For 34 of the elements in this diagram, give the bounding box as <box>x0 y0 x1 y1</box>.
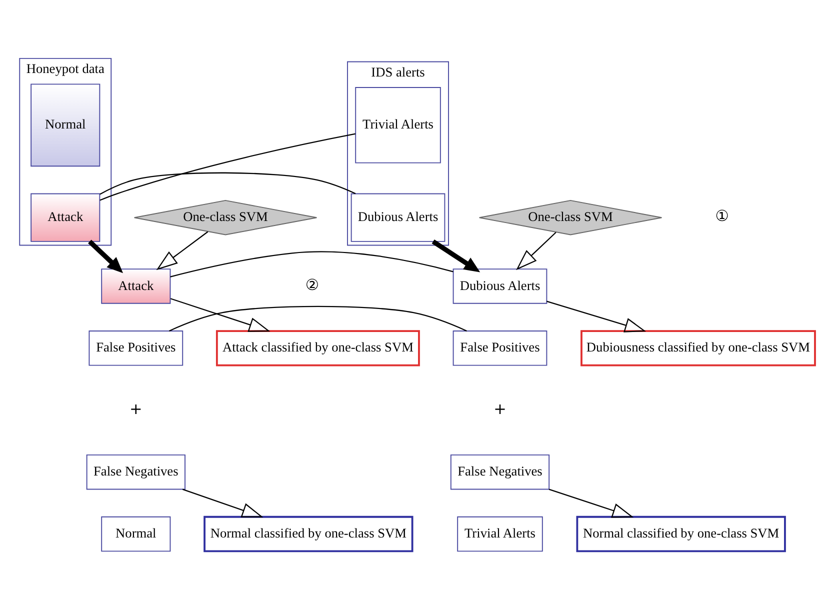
arrow <box>170 298 270 332</box>
node-box: Dubious Alerts <box>452 268 548 304</box>
node-diamond: One-class SVM <box>478 200 662 236</box>
arrow <box>432 240 480 272</box>
node-box: Trivial Alerts <box>457 516 543 552</box>
node-box: Attack classified by one-class SVM <box>216 330 420 366</box>
label: + <box>494 400 506 418</box>
node-box: False Positives <box>452 330 548 366</box>
arrow <box>182 488 264 518</box>
node-box: Trivial Alerts <box>355 87 441 164</box>
node-box: Normal <box>30 84 100 167</box>
node-box: False Positives <box>88 330 184 366</box>
label: ② <box>305 276 320 294</box>
label: ① <box>715 207 729 226</box>
node-box: Dubious Alerts <box>350 193 446 242</box>
node-box: Attack <box>101 268 171 304</box>
arrow <box>156 231 208 270</box>
connector <box>100 172 356 195</box>
node-box: Normal classified by one-class SVM <box>204 516 414 552</box>
node-box: Normal <box>101 516 171 552</box>
arrow <box>516 232 556 270</box>
label: + <box>130 400 142 418</box>
node-box: Dubiousness classified by one-class SVM <box>580 330 816 366</box>
connector <box>100 133 356 201</box>
connector <box>168 306 467 332</box>
node-diamond: One-class SVM <box>134 200 318 236</box>
arrow <box>548 488 634 518</box>
node-box: Normal classified by one-class SVM <box>576 516 786 552</box>
arrow <box>88 240 124 274</box>
arrow <box>546 300 646 332</box>
node-box: Attack <box>30 193 100 242</box>
connector <box>170 251 454 278</box>
node-box: False Negatives <box>450 454 550 490</box>
node-box: False Negatives <box>86 454 186 490</box>
